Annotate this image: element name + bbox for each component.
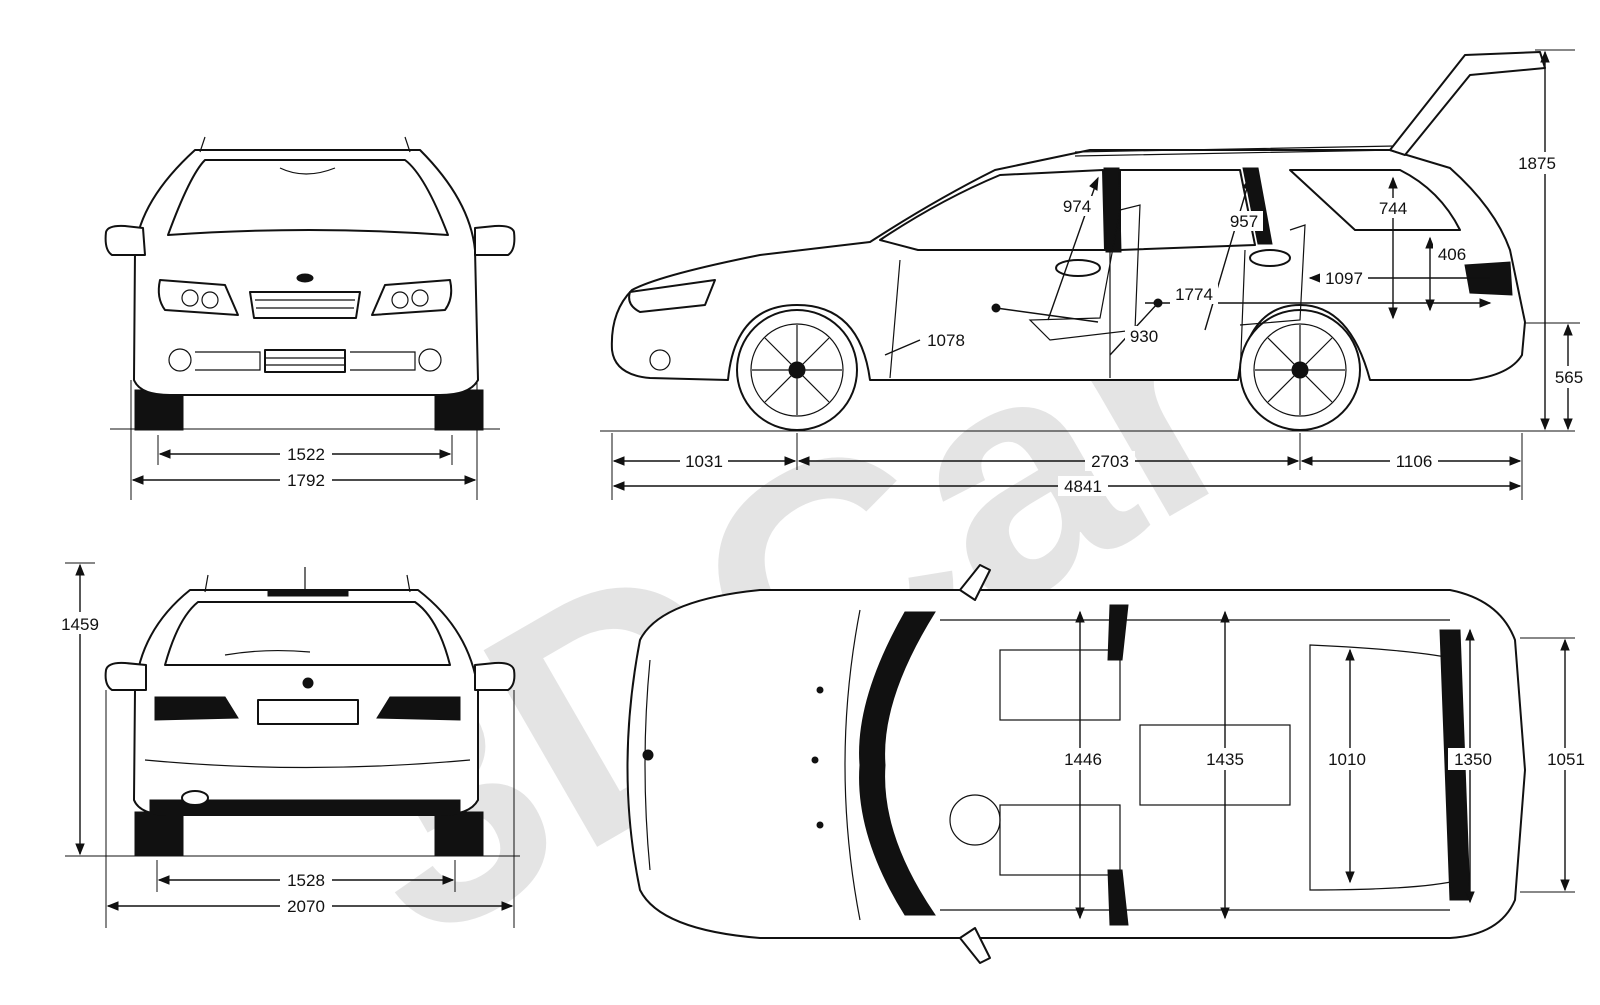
load-sill-label: 565 [1555,368,1583,387]
front-width-label: 1792 [287,471,325,490]
rear-left-tire [134,811,184,857]
rear-legroom-label: 930 [1130,327,1158,346]
side-view: 974 957 744 406 1097 1774 [600,49,1590,500]
front-windshield [167,159,449,236]
side-front-wheel [736,309,858,431]
rear-overhang-label: 1106 [1396,452,1433,471]
license-plate [257,699,359,725]
rear-right-taillight [376,696,461,721]
top-rear-bench [1139,724,1291,806]
front-right-foglight [418,348,442,372]
rear-view: 1459 1528 2070 [56,562,520,928]
rear-headroom-label: 957 [1230,212,1258,231]
front-view: 1522 1792 [104,136,516,500]
rear-height-label: 1459 [61,615,99,634]
tailgate-width-label: 1051 [1547,750,1585,769]
exhaust-tip [181,790,209,806]
dim-load-sill: 565 [1525,322,1590,431]
side-headlight [628,279,716,313]
front-shoulder-label: 1446 [1064,750,1102,769]
dim-rear-height: 1459 [56,562,110,857]
top-steering-wheel [949,794,1001,846]
rear-length-label: 1774 [1175,285,1213,304]
dim-front-width: 1792 [130,380,478,500]
dim-top-widths: 1446 1435 1010 1350 1051 [1058,610,1592,920]
top-front-right-seat [999,804,1121,876]
rear-width-label: 2070 [287,897,325,916]
rear-shoulder-label: 1435 [1206,750,1244,769]
side-window-front [879,169,1106,251]
front-overhang-label: 1031 [685,452,723,471]
top-windshield [859,611,936,916]
front-right-tire [434,389,484,431]
overall-length-label: 4841 [1064,477,1102,496]
front-grille [249,291,361,319]
cargo-arch-width-label: 1010 [1328,750,1366,769]
side-tailgate-open [1389,51,1546,156]
cargo-height-label: 744 [1379,199,1407,218]
rear-badge [302,677,314,689]
front-right-mirror [474,224,516,256]
dim-side-height: 1875 [1512,49,1575,431]
interior-dims: 974 957 744 406 1097 1774 [884,176,1492,356]
rear-right-tire [434,811,484,857]
dim-rear-track: 1528 [156,860,456,892]
front-left-mirror [104,224,146,256]
rear-right-mirror [474,661,516,691]
rear-left-mirror [104,661,147,691]
front-track-label: 1522 [287,445,325,464]
dim-side-lengths: 1031 2703 1106 4841 [611,433,1523,500]
rear-window [164,601,451,666]
top-right-mirror [959,927,991,964]
cargo-width-label: 1350 [1454,750,1492,769]
dim-rear-width: 2070 [105,690,515,928]
front-left-foglight [168,348,192,372]
side-rear-wheel [1239,309,1361,431]
front-legroom-label: 1078 [927,331,965,350]
height-open-label: 1875 [1518,154,1556,173]
front-badge [296,273,314,283]
top-view: 1446 1435 1010 1350 1051 [626,564,1592,964]
front-headroom-label: 974 [1063,197,1091,216]
rear-left-taillight [154,696,239,721]
cargo-opening-label: 406 [1438,245,1466,264]
dim-front-track: 1522 [157,435,453,465]
wheelbase-label: 2703 [1091,452,1129,471]
rear-diffuser [149,799,461,815]
cargo-length-label: 1097 [1325,269,1363,288]
front-left-tire [134,389,184,431]
top-left-mirror [959,564,991,601]
top-front-left-seat [999,649,1121,721]
rear-track-label: 1528 [287,871,325,890]
